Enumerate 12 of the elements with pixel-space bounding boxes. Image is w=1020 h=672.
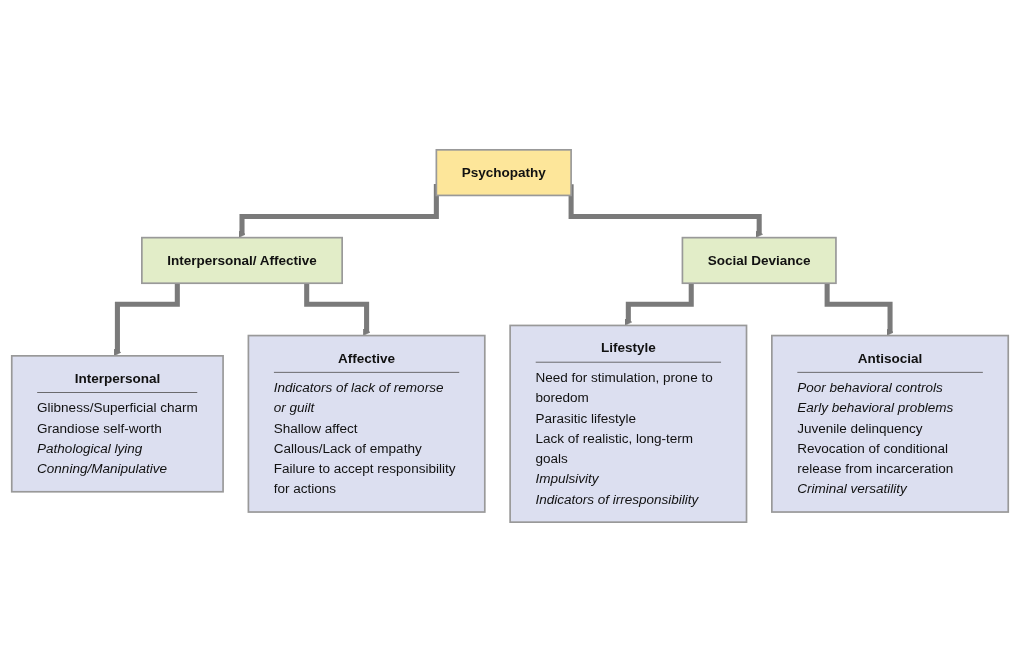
- node-box: Interpersonal Glibness/Superficial charm Grandiose self-worth Pathological lying Conning/Manipulative: [10, 355, 224, 493]
- node-box: Psychopathy: [435, 149, 572, 197]
- arrow: [238, 183, 439, 238]
- node-box: Affective Indicators of lack of remorse or guilt Shallow affect Callous/Lack of empathy Failure to accept responsibility for actions: [247, 334, 486, 513]
- arrow: [113, 283, 180, 357]
- node-box: Social Deviance: [681, 236, 837, 285]
- arrow: [824, 283, 894, 336]
- node-box: Lifestyle Need for stimulation, prone to boredom Parasitic lifestyle Lack of realistic, long-term goals Impulsivity Indicators of irresponsibility: [509, 324, 748, 523]
- arrow: [304, 283, 371, 336]
- arrow: [624, 283, 694, 326]
- node-box: Interpersonal/ Affective: [141, 236, 343, 285]
- node-box: Antisocial Poor behavioral controls Early behavioral problems Juvenile delinquency Revocation of conditional release from incarceration Criminal versatility: [771, 334, 1010, 513]
